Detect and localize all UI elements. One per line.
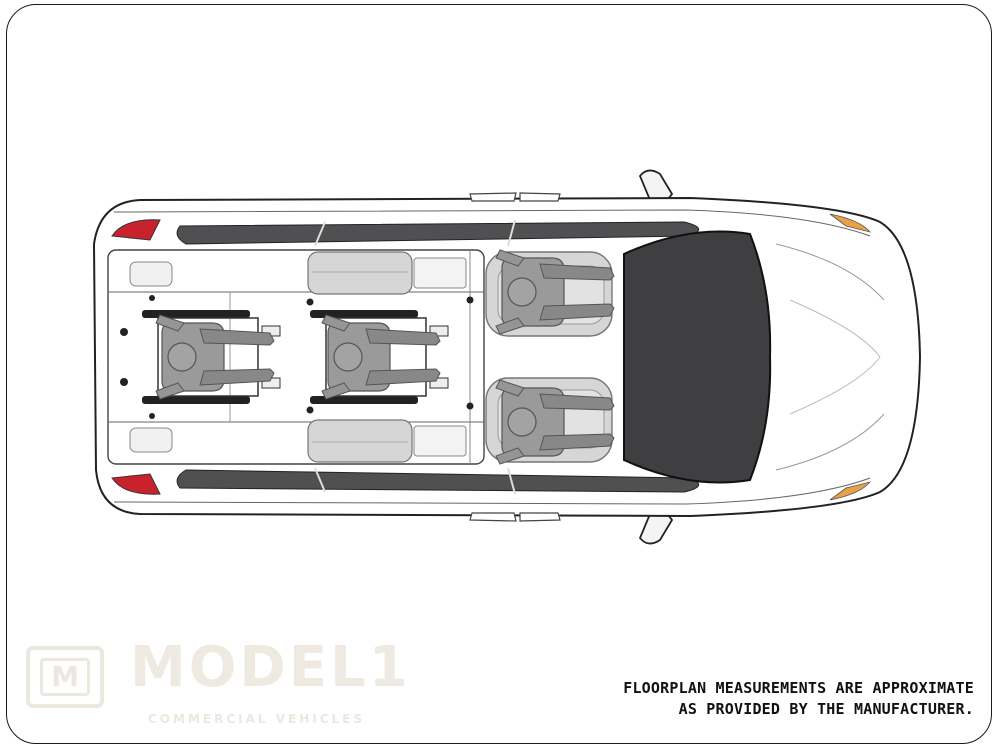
tail-light-right (111, 473, 161, 495)
disclaimer-line-1: FLOORPLAN MEASUREMENTS ARE APPROXIMATE (623, 679, 974, 697)
side-seat-right (307, 419, 413, 463)
tail-light-left (111, 219, 161, 241)
logo-tagline: COMMERCIAL VEHICLES (148, 712, 365, 726)
disclaimer-line-2: AS PROVIDED BY THE MANUFACTURER. (678, 700, 974, 718)
marker-light-left (829, 213, 872, 233)
disclaimer-note: FLOORPLAN MEASUREMENTS ARE APPROXIMATE A… (623, 678, 974, 720)
wheelchair-icon (142, 310, 281, 404)
side-seat-left (307, 251, 413, 295)
marker-light-right (829, 481, 872, 501)
tie-down-anchor-icon (120, 295, 474, 419)
logo-mark-letter: M (51, 660, 79, 693)
logo-wordmark: MODEL1 (130, 635, 411, 700)
logo-mark: M (26, 646, 104, 708)
cabin-floor (107, 249, 485, 465)
windshield (623, 230, 772, 484)
wheelchair-icon (310, 310, 449, 404)
brand-logo: M MODEL1 COMMERCIAL VEHICLES (26, 635, 416, 732)
